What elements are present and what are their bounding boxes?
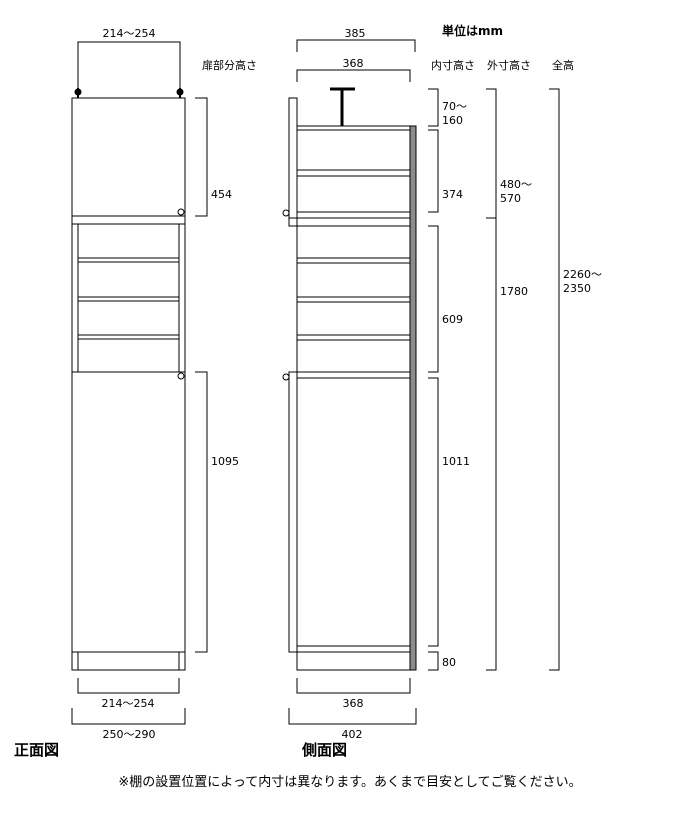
front-inner-frame: [77, 223, 180, 373]
inner-height-lower: 1011: [442, 455, 470, 468]
inner-bracket-adjuster: [428, 88, 439, 127]
inner-height-base: 80: [442, 656, 456, 669]
side-base-board: [296, 645, 411, 653]
total-height-line1: 2260〜: [563, 268, 602, 281]
side-plinth: [296, 651, 411, 671]
side-upper-bottom: [296, 211, 411, 219]
side-upper-hinge: [282, 209, 290, 217]
upper-door-height-label: 454: [211, 188, 232, 201]
side-shelf-3: [296, 334, 411, 341]
side-bottom-inner-label: 368: [342, 697, 364, 710]
outer-height-upper-line1: 480〜: [500, 178, 532, 191]
front-view: [71, 41, 208, 725]
inner-height-header: 内寸高さ: [431, 59, 475, 72]
side-bottom-outer-dim: [288, 708, 417, 725]
footnote: ※棚の設置位置によって内寸は異なります。あくまで目安としてご覧ください。: [118, 775, 582, 790]
front-bottom-inner-dim: [77, 678, 180, 694]
front-shelf-3: [77, 334, 180, 340]
adjuster-height-line2: 160: [442, 114, 463, 127]
side-top-outer-label: 385: [344, 27, 366, 40]
inner-bracket-upper: [428, 129, 439, 213]
front-top-width-label: 214〜254: [102, 27, 156, 40]
front-bottom-inner-width-label: 214〜254: [101, 697, 155, 710]
side-bottom-outer-label: 402: [341, 728, 363, 741]
side-upper-shelf: [296, 169, 411, 177]
inner-height-middle: 609: [442, 313, 463, 326]
total-height-header: 全高: [552, 59, 574, 72]
front-shelf-2: [77, 296, 180, 302]
side-view: [282, 39, 560, 725]
inner-bracket-lower: [428, 377, 439, 647]
total-height-line2: 2350: [563, 282, 591, 295]
side-view-title: 側面図: [302, 741, 348, 759]
side-bottom-inner-dim: [296, 678, 411, 694]
side-shelf-1: [296, 257, 411, 264]
side-upper-door: [288, 97, 298, 227]
inner-bracket-base: [428, 651, 439, 671]
front-open-section: [71, 223, 186, 373]
inner-height-upper: 374: [442, 188, 463, 201]
outer-bracket-upper: [486, 88, 497, 219]
inner-bracket-middle: [428, 225, 439, 373]
front-upper-door: [71, 97, 186, 217]
front-lower-door: [71, 371, 186, 653]
upper-door-height-bracket: [195, 97, 208, 217]
tension-rod-right-cap: [176, 88, 184, 96]
front-view-title: 正面図: [14, 741, 60, 759]
upper-door-hinge: [177, 208, 185, 216]
front-upper-band: [71, 215, 186, 225]
side-top-outer-dim: [296, 39, 416, 52]
front-bottom-outer-dim: [71, 708, 186, 725]
side-top-inner-label: 368: [342, 57, 364, 70]
outer-height-lower: 1780: [500, 285, 528, 298]
outer-height-header: 外寸高さ: [487, 59, 531, 72]
side-top-inner-dim: [296, 69, 411, 82]
door-height-header: 扉部分高さ: [202, 59, 257, 72]
side-band: [288, 217, 411, 227]
outer-bracket-lower: [486, 217, 497, 671]
side-lower-door: [288, 371, 298, 653]
side-lower-top: [296, 371, 411, 379]
front-top-width-dim: [77, 41, 181, 88]
lower-door-height-bracket: [195, 371, 208, 653]
unit-label: 単位はmm: [442, 24, 504, 38]
front-bottom-outer-width-label: 250〜290: [102, 728, 156, 741]
outer-height-upper-line2: 570: [500, 192, 521, 205]
side-back-panel: [409, 125, 417, 671]
front-shelf-1: [77, 257, 180, 263]
lower-door-height-label: 1095: [211, 455, 239, 468]
front-plinth: [71, 651, 186, 671]
lower-door-hinge: [177, 372, 185, 380]
side-shelf-2: [296, 296, 411, 303]
adjuster-height-line1: 70〜: [442, 100, 467, 113]
tension-rod-left-cap: [74, 88, 82, 96]
total-height-bracket: [549, 88, 560, 671]
side-lower-hinge: [282, 373, 290, 381]
